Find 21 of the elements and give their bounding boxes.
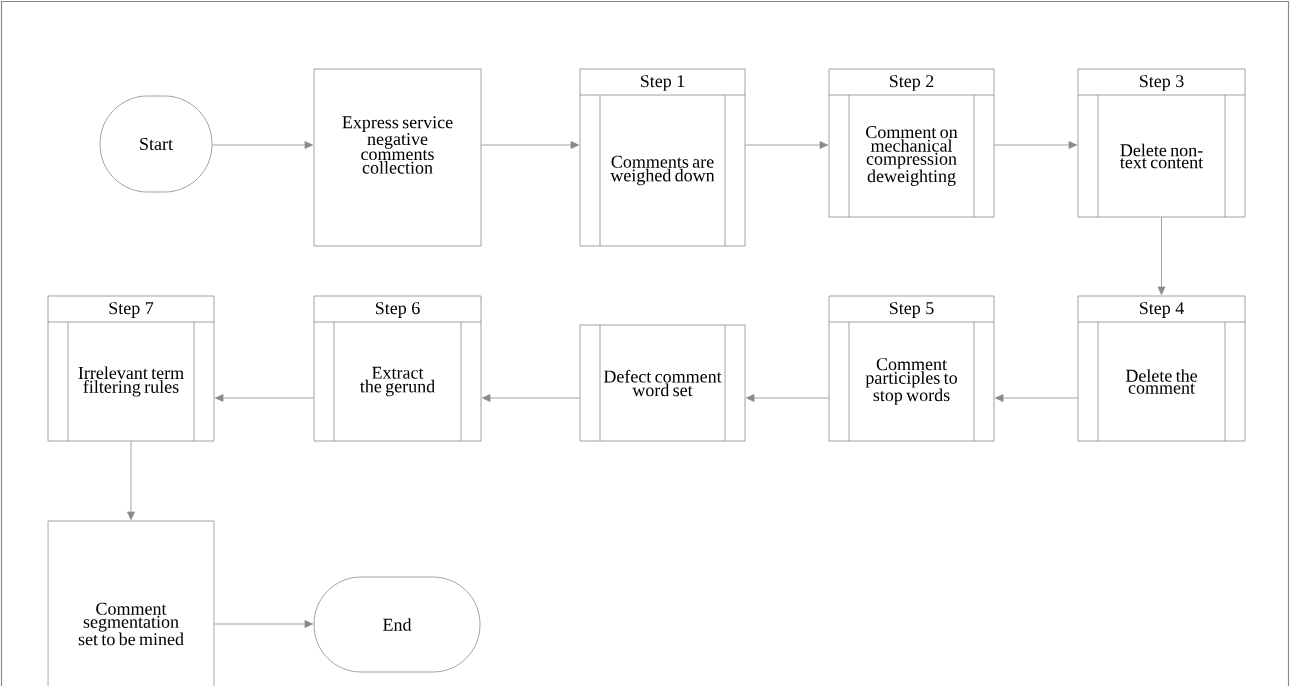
arrow [1157, 217, 1166, 295]
arrow [482, 394, 580, 402]
predefined-process-box: Step 1 Comments are weighed down [579, 68, 746, 247]
predefined-process-box: Defect comment word set [579, 324, 746, 442]
arrow [481, 141, 579, 149]
predefined-process-box: Step 6 Extract the gerund [313, 295, 482, 442]
predefined-process-box: Step 3 Delete non-text content [1077, 68, 1246, 218]
arrow [214, 620, 313, 628]
process-box: Comment segmentation set to be mined [47, 520, 215, 686]
predefined-process-box: Step 2 Comment on mechanical compression deweighting [828, 68, 995, 218]
predefined-process-box: Step 7 Irrelevant term filtering rules [47, 295, 215, 442]
arrow [215, 394, 314, 402]
arrow [995, 394, 1078, 402]
arrow [212, 141, 313, 149]
predefined-process-box: Step 5 Comment participles to stop words [828, 295, 995, 442]
predefined-process-box: Step 4 Delete the comment [1077, 295, 1246, 442]
arrow [745, 141, 829, 149]
arrow [994, 141, 1078, 149]
arrow [127, 441, 135, 520]
process-box: Express service negative comments collection [313, 68, 482, 247]
arrow [746, 394, 829, 402]
